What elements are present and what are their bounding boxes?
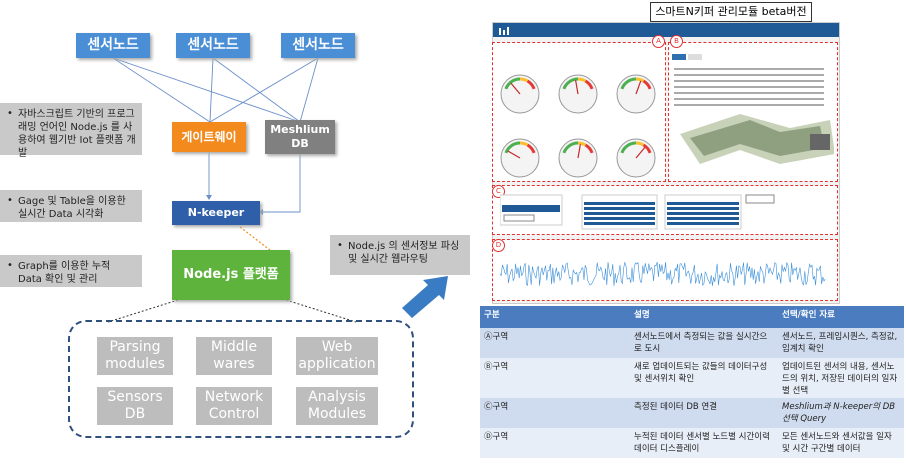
module-web-application: Web application	[296, 337, 378, 375]
table-row: Ⓒ구역 측정된 데이터 DB 연결 Meshlium과 N-keeper의 DB…	[480, 398, 904, 428]
nkeeper-box: N-keeper	[172, 201, 260, 225]
db-select-panel	[500, 194, 775, 230]
meshlium-label: Meshlium DB	[270, 123, 330, 150]
region-b-tag: B	[670, 35, 683, 48]
cell-desc: 새로 업데이트되는 값들의 데이터구성 및 센서위치 확인	[634, 362, 768, 384]
modules-container	[68, 320, 414, 438]
region-a-tag: A	[652, 35, 665, 48]
cell-desc: 측정된 데이터 DB 연결	[634, 402, 718, 412]
table-row: Ⓓ구역 누적된 데이터 센서별 노드별 시간이력 데이터 디스플레이 모든 센서…	[480, 428, 904, 458]
gauge-panel	[500, 74, 656, 178]
region-b-table-map	[668, 42, 838, 182]
module-middlewares: Middle wares	[196, 337, 272, 375]
sensor-node-1: 센서노드	[76, 33, 150, 58]
history-graph	[500, 261, 826, 287]
gauge-dial	[558, 138, 598, 178]
cell-data: 센서노드, 프레임시퀀스, 측정값, 임계치 확인	[782, 332, 898, 354]
table-row: Ⓑ구역 새로 업데이트되는 값들의 데이터구성 및 센서위치 확인 업데이트된 …	[480, 358, 904, 398]
gauge-dial	[558, 74, 598, 114]
region-description-table: 구분 설명 선택/확인 자료 Ⓐ구역 센서노드에서 측정되는 값을 실시간으로 …	[480, 306, 904, 466]
cell-region: Ⓐ구역	[484, 332, 509, 342]
table-header-category: 구분	[484, 310, 500, 320]
arrow-icon	[402, 276, 448, 318]
gateway-box: 게이트웨이	[172, 122, 246, 152]
gauge-dial	[500, 138, 540, 178]
table-row: Ⓐ구역 센서노드에서 측정되는 값을 실시간으로 도시 센서노드, 프레임시퀀스…	[480, 328, 904, 358]
table-header-description: 설명	[634, 310, 650, 320]
gauge-dial	[500, 74, 540, 114]
dashboard-header	[493, 23, 839, 37]
sensor-node-2: 센서노드	[176, 33, 250, 58]
gauge-dial	[616, 74, 656, 114]
sensor-node-3: 센서노드	[281, 33, 355, 58]
screenshot-title: 스마트N키퍼 관리모듈 beta버전	[650, 2, 812, 22]
module-parsing: Parsing modules	[97, 337, 173, 375]
chart-logo-icon	[499, 27, 509, 35]
connector-lines	[107, 57, 448, 323]
note-gauge-table: Gage 및 Table을 이용한 실시간 Data 시각화	[0, 190, 142, 222]
gauge-dial	[616, 138, 656, 178]
nodejs-platform-box: Node.js 플랫폼	[172, 250, 290, 300]
cell-data: Meshlium과 N-keeper의 DB선택 Query	[782, 402, 896, 424]
region-d-graph	[492, 239, 838, 301]
cell-region: Ⓑ구역	[484, 362, 509, 372]
module-analysis: Analysis Modules	[296, 387, 378, 425]
table-header-data: 선택/확인 자료	[782, 310, 835, 320]
cell-region: Ⓓ구역	[484, 432, 509, 442]
note-nodejs: 자바스크립트 기반의 프로그래밍 언어인 Node.js 를 사용하여 웹기반 …	[0, 103, 142, 159]
cell-data: 모든 센서노드와 센서값을 일자 및 시간 구간별 데이터	[782, 432, 892, 454]
cell-region: Ⓒ구역	[484, 402, 509, 412]
region-d-tag: D	[492, 239, 505, 252]
module-sensors-db: Sensors DB	[97, 387, 173, 425]
sensor-table-and-map	[672, 54, 834, 164]
note-routing: Node.js 의 센서정보 파싱 및 실시간 웹라우팅	[330, 235, 470, 275]
module-network-control: Network Control	[196, 387, 272, 425]
cell-data: 업데이트된 센서의 내용, 센서노드의 위치, 저장된 데이터의 일자별 선택	[782, 362, 898, 396]
note-graph: Graph를 이용한 누적 Data 확인 및 관리	[0, 255, 142, 287]
meshlium-db-box: Meshlium DB	[265, 120, 335, 154]
cell-desc: 센서노드에서 측정되는 값을 실시간으로 도시	[634, 332, 768, 354]
cell-desc: 누적된 데이터 센서별 노드별 시간이력 데이터 디스플레이	[634, 432, 770, 454]
